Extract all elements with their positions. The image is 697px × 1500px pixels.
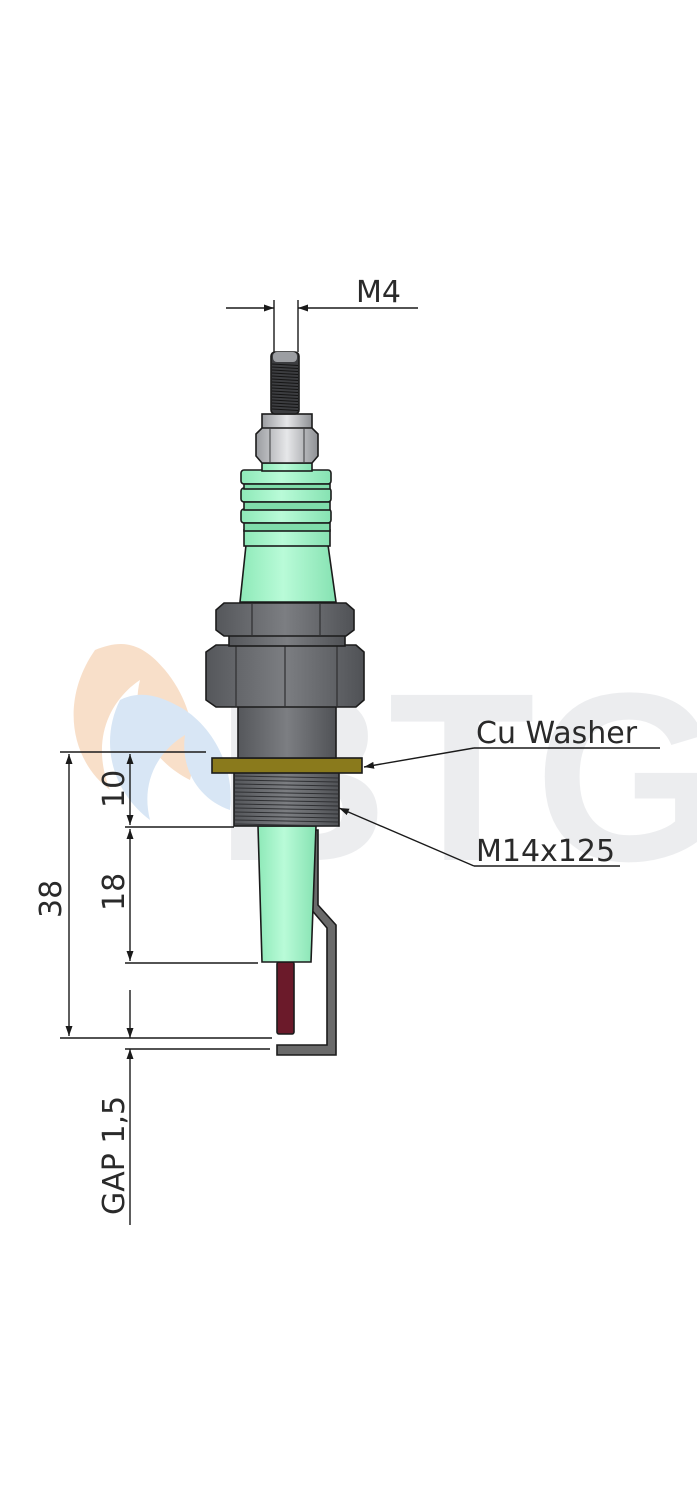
- m4-threaded-stud: [270, 351, 300, 415]
- dimension-10: 10: [97, 754, 134, 825]
- dimension-gap: GAP 1,5: [97, 990, 134, 1225]
- flame-inner-icon: [110, 694, 231, 820]
- leader-cu-washer: Cu Washer: [363, 716, 660, 769]
- upper-insulator: [239, 462, 337, 603]
- dimension-18: 18: [97, 829, 134, 961]
- terminal-nut: [255, 413, 319, 464]
- label-m14x125: M14x125: [476, 834, 615, 869]
- dimension-label-m4: M4: [356, 275, 401, 310]
- dimension-label-18: 18: [97, 873, 132, 911]
- threaded-body: [233, 771, 340, 827]
- extension-lines: [60, 751, 272, 1050]
- body-hex-nut: [205, 644, 365, 708]
- watermark-logo: BTG: [73, 643, 697, 911]
- upper-hex-nut: [215, 602, 355, 637]
- lower-insulator: [257, 825, 317, 963]
- cu-washer: [211, 757, 363, 774]
- center-electrode-tip: [276, 961, 295, 1035]
- label-cu-washer: Cu Washer: [476, 716, 638, 751]
- leader-m14x125: M14x125: [338, 807, 620, 869]
- dimension-label-gap: GAP 1,5: [97, 1096, 132, 1215]
- dimension-38: 38: [34, 754, 73, 1036]
- dimension-label-10: 10: [97, 770, 132, 808]
- flame-icon: [73, 644, 194, 790]
- body-collar: [237, 697, 337, 759]
- dimension-label-38: 38: [34, 880, 69, 918]
- dimension-m4: M4: [226, 275, 418, 352]
